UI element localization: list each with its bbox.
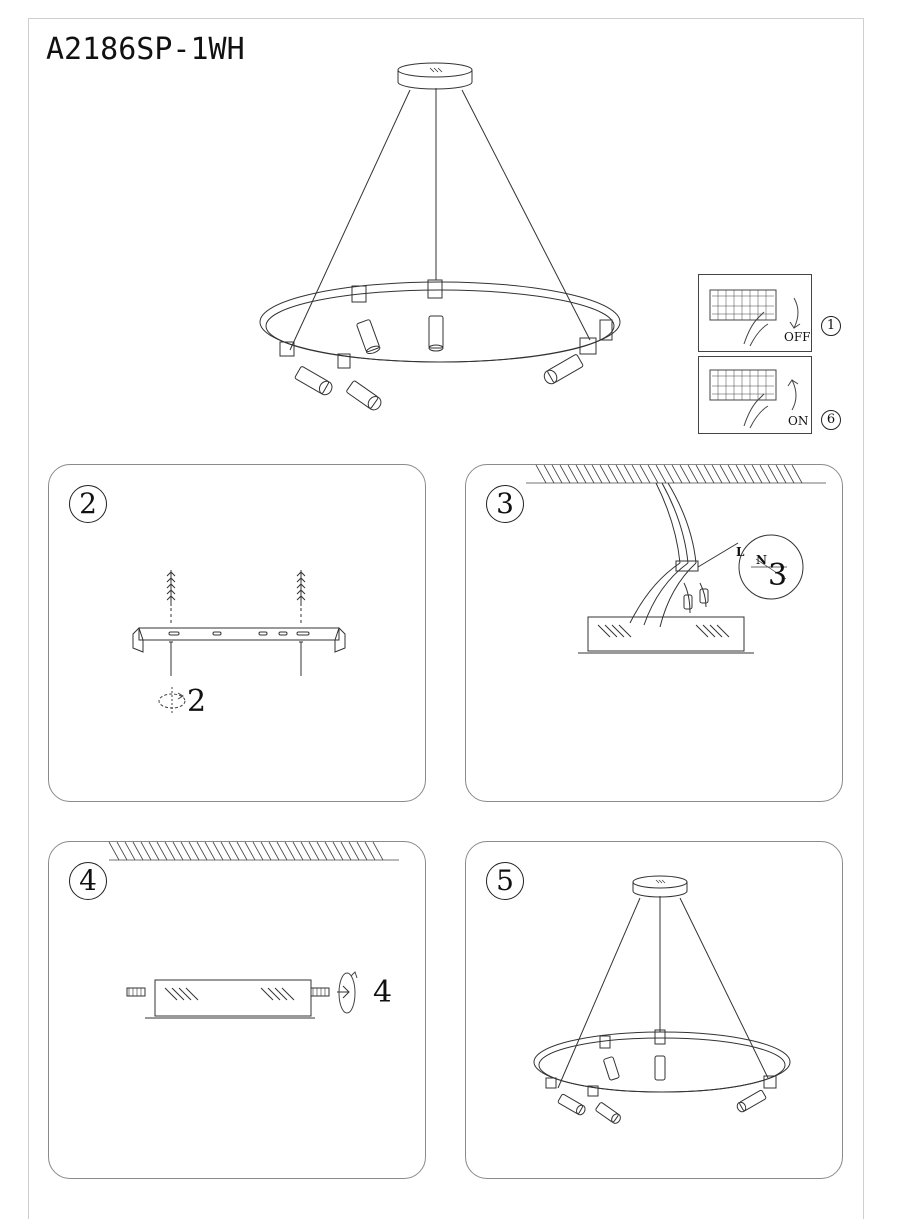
step-2-panel: 2 2 <box>48 464 426 802</box>
step-4-panel: 4 4 <box>48 841 426 1179</box>
model-number: A2186SP-1WH <box>46 32 245 67</box>
step-2-callout: 2 <box>187 684 207 719</box>
wire-label-l: L <box>736 545 745 559</box>
rotate-icon <box>338 971 358 1014</box>
breaker-off-illustration <box>698 274 812 352</box>
ceiling-hatch <box>526 464 826 484</box>
step-5-number: 5 <box>486 862 524 900</box>
mounting-bracket-illustration <box>132 570 346 676</box>
instruction-sheet <box>28 18 864 1219</box>
step-3-number: 3 <box>486 485 524 523</box>
step-3-callout: 3 <box>768 558 788 593</box>
driver-box-illustration <box>578 616 754 654</box>
step-6-marker: 6 <box>821 410 841 430</box>
step-5-panel: 5 <box>465 841 843 1179</box>
step-1-marker: 1 <box>821 316 841 336</box>
wire-label-n: N <box>756 553 767 567</box>
breaker-on-illustration <box>698 356 812 434</box>
step-2-number: 2 <box>69 485 107 523</box>
off-label: OFF <box>784 330 811 344</box>
wiring-illustration <box>629 482 804 628</box>
step-4-number: 4 <box>69 862 107 900</box>
driver-fixing-illustration <box>126 979 350 1019</box>
chandelier-illustration <box>259 62 621 411</box>
on-label: ON <box>788 414 809 428</box>
rotate-icon <box>158 687 186 715</box>
step-3-panel: 3 L N 3 <box>465 464 843 802</box>
ceiling-hatch <box>108 841 399 861</box>
installed-chandelier-illustration <box>533 875 791 1124</box>
step-4-callout: 4 <box>373 975 393 1010</box>
